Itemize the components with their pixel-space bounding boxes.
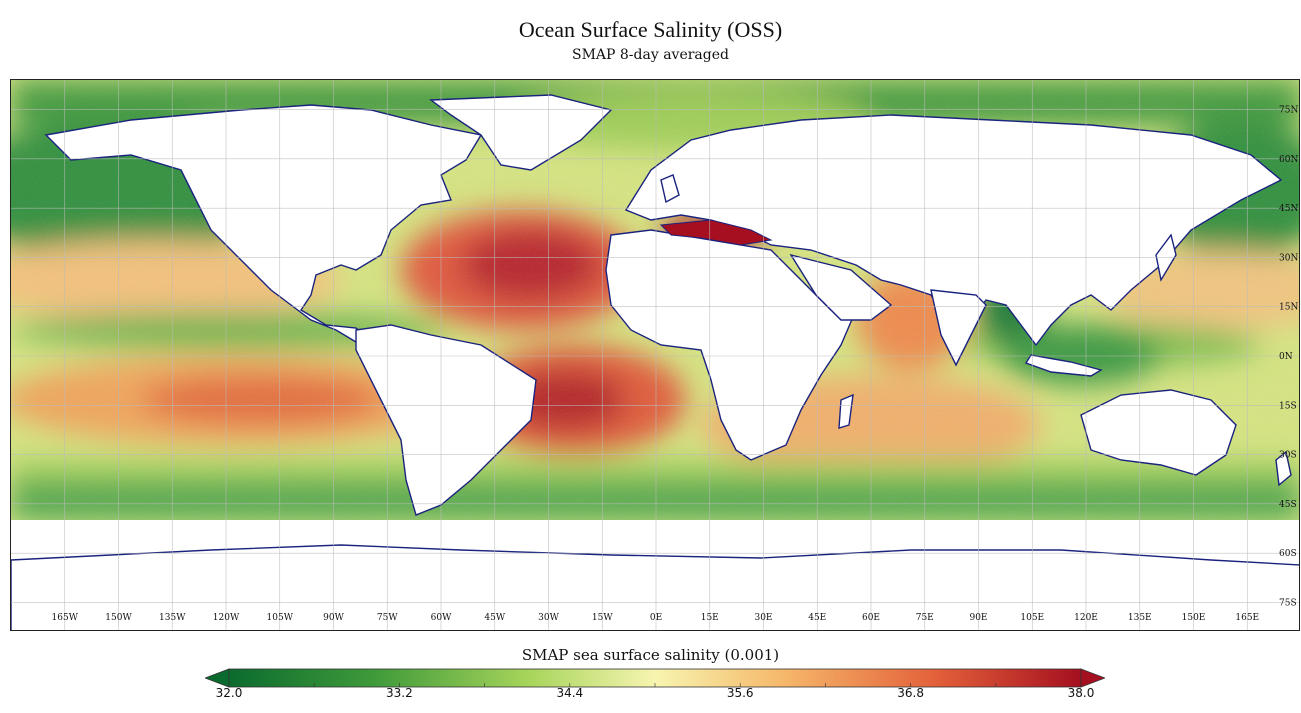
salinity-map[interactable]: 165W 150W 135W 120W 105W 90W 75W 60W 45W 30W 15W 0E… [10, 79, 1300, 631]
longitude-label: 15W [592, 613, 613, 623]
colorbar-extend-min [203, 668, 230, 688]
latitude-label: 45N [1279, 204, 1298, 214]
latitude-label: 30S [1279, 451, 1297, 461]
colorbar-bar [203, 668, 1107, 688]
longitude-label: 165W [52, 613, 79, 623]
longitude-label: 165E [1235, 613, 1259, 623]
colorbar-tick-label: 33.2 [386, 686, 413, 700]
latitude-label: 45S [1279, 500, 1297, 510]
longitude-label: 0E [650, 613, 662, 623]
longitude-label: 90E [969, 613, 987, 623]
colorbar-extend-max [1080, 668, 1107, 688]
longitude-label: 60E [862, 613, 880, 623]
longitude-label: 75W [377, 613, 398, 623]
mediterranean-sea [659, 219, 773, 246]
longitude-label: 75E [916, 613, 934, 623]
latitude-label: 75N [1279, 106, 1298, 116]
map-subtitle: SMAP 8-day averaged [571, 47, 729, 63]
longitude-label: 15E [701, 613, 719, 623]
colorbar: 32.0 33.2 34.4 35.6 36.8 38.0 [203, 668, 1107, 713]
longitude-label: 150W [105, 613, 132, 623]
map-graticule [11, 80, 1299, 630]
longitude-label: 45W [484, 613, 505, 623]
latitude-label: 60N [1279, 155, 1298, 165]
colorbar-tick-label: 34.4 [556, 686, 584, 700]
land-masses [11, 94, 1299, 630]
longitude-label: 45E [808, 613, 826, 623]
longitude-labels: 165W 150W 135W 120W 105W 90W 75W 60W 45W 30W 15W 0E… [52, 613, 1260, 623]
longitude-label: 120W [213, 613, 240, 623]
latitude-label: 15S [1279, 401, 1297, 411]
latitude-labels: 75N 60N 45N 30N 15N 0N 15S 30S 45S 60S 75S [1279, 106, 1298, 609]
colorbar-label: SMAP sea surface salinity (0.001) [521, 646, 780, 664]
longitude-label: 60W [431, 613, 452, 623]
longitude-label: 150E [1182, 613, 1206, 623]
latitude-label: 0N [1279, 352, 1293, 362]
latitude-label: 15N [1279, 303, 1298, 313]
longitude-label: 135E [1128, 613, 1152, 623]
longitude-label: 135W [159, 613, 186, 623]
longitude-label: 90W [323, 613, 344, 623]
map-title: Ocean Surface Salinity (OSS) [518, 17, 783, 42]
latitude-label: 60S [1279, 549, 1297, 559]
latitude-label: 30N [1279, 253, 1298, 263]
colorbar-tick-label: 35.6 [726, 686, 754, 700]
longitude-label: 105W [267, 613, 294, 623]
longitude-label: 120E [1074, 613, 1098, 623]
latitude-label: 75S [1279, 598, 1297, 608]
colorbar-tick-label: 36.8 [897, 686, 924, 700]
longitude-label: 30W [538, 613, 559, 623]
colorbar-tick-label: 38.0 [1067, 686, 1095, 700]
longitude-label: 30E [754, 613, 772, 623]
longitude-label: 105E [1020, 613, 1044, 623]
map-canvas: 165W 150W 135W 120W 105W 90W 75W 60W 45W 30W 15W 0E… [11, 80, 1299, 630]
colorbar-tick-label: 32.0 [215, 686, 243, 700]
